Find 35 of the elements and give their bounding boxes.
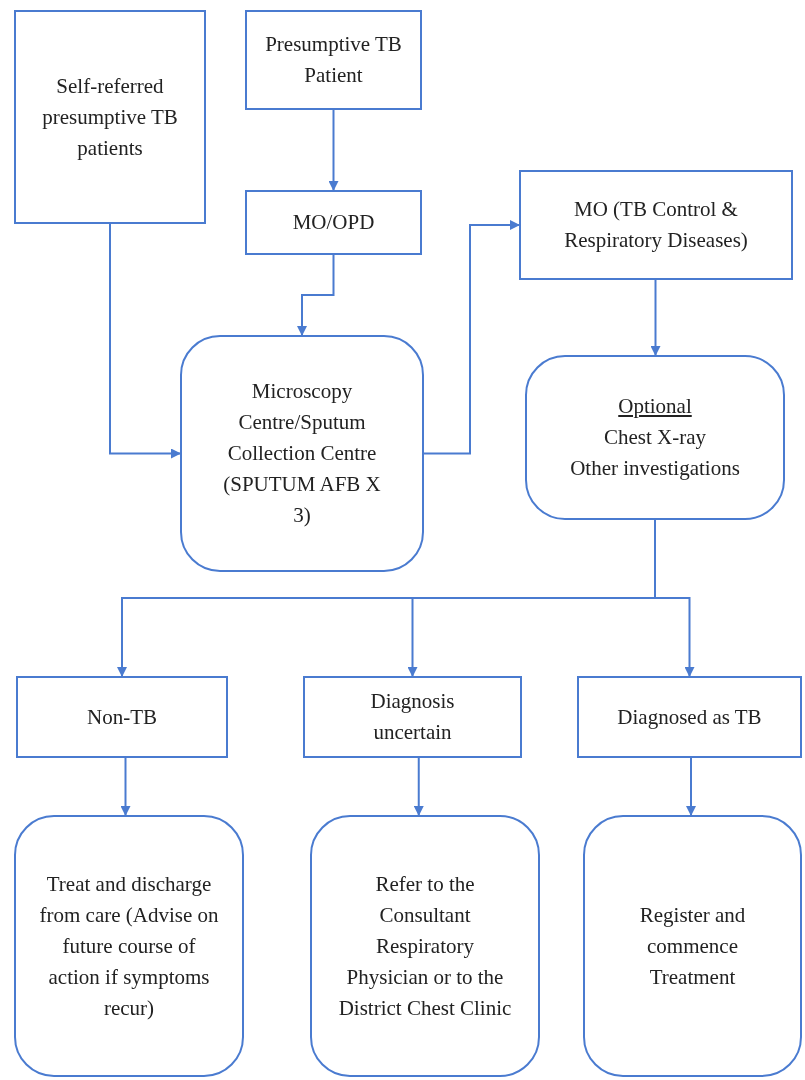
process-box [303, 676, 522, 758]
rounded-box [180, 335, 424, 572]
arrow [109, 223, 181, 459]
arrow [654, 519, 695, 677]
rounded-box [583, 815, 802, 1077]
node-text: MO (TB Control & Respiratory Diseases) [563, 196, 749, 254]
arrow [413, 757, 424, 816]
arrow [686, 757, 696, 816]
process-box [577, 676, 802, 758]
node-text: Diagnosis uncertain [369, 688, 456, 746]
node-text: Diagnosed as TB [617, 703, 762, 731]
process-box [245, 190, 422, 255]
node-text: Optional [618, 393, 692, 420]
rounded-box [14, 815, 244, 1077]
process-box [14, 10, 206, 224]
process-box [245, 10, 422, 110]
node-text: MO/OPD [292, 209, 375, 236]
node-text: Microscopy Centre/Sputum Collection Centre (SPUTUM AFB X 3) [222, 378, 382, 529]
arrow [328, 109, 339, 191]
node-text: Presumptive TB Patient [264, 31, 403, 89]
rounded-box [310, 815, 540, 1077]
process-box [519, 170, 793, 280]
node-text: Chest X-ray [603, 424, 707, 451]
arrow [297, 254, 335, 336]
rounded-box [525, 355, 785, 520]
node-text: Self-referred presumptive TB patients [41, 72, 179, 162]
arrow [423, 220, 520, 455]
node-text: Register and commence Treatment [638, 901, 747, 991]
process-box [16, 676, 228, 758]
arrow [650, 279, 661, 356]
node-text: Refer to the Consultant Respiratory Physician or to the District Chest Clinic [337, 870, 513, 1022]
arrow [120, 757, 131, 816]
node-text: Other investigations [570, 455, 740, 482]
node-text: Treat and discharge from care (Advise on future course of action if symptoms recur) [38, 870, 220, 1022]
node-text: Non-TB [87, 703, 157, 731]
